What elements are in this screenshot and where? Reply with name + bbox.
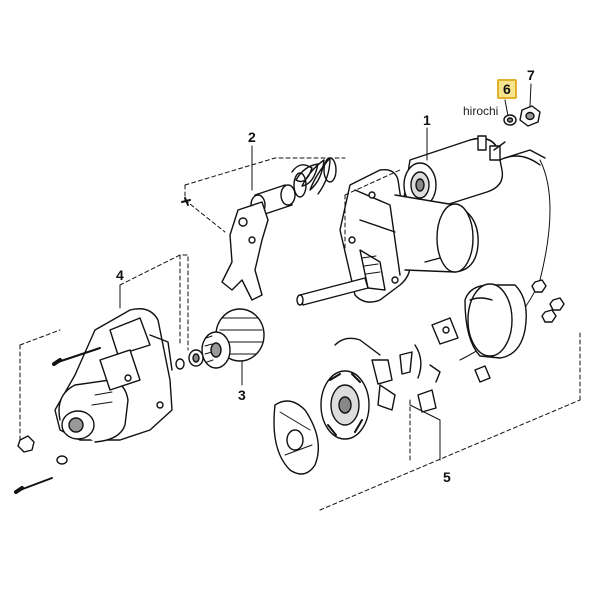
callout-7: 7 xyxy=(527,67,535,83)
spring-part xyxy=(291,157,337,198)
callout-2: 2 xyxy=(248,129,256,145)
dash-box-4 xyxy=(19,254,189,441)
commutator-end-shield-part xyxy=(273,400,319,475)
fork-lever-part xyxy=(221,184,296,301)
bolt-lower-part xyxy=(14,435,68,494)
pin-part xyxy=(181,197,191,206)
brush-holder-part xyxy=(320,370,370,440)
dash-box-armature xyxy=(344,169,401,251)
pinion-gear-part xyxy=(175,308,265,370)
watermark-text: hirochi xyxy=(463,104,499,118)
dash-box-5 xyxy=(319,329,581,511)
end-cap-part xyxy=(464,283,527,359)
leader-6 xyxy=(504,99,509,117)
callout-1: 1 xyxy=(423,112,431,128)
callout-3: 3 xyxy=(238,387,246,403)
leader-5 xyxy=(409,404,441,461)
dash-box-2 xyxy=(184,157,346,233)
through-bolt-part xyxy=(52,347,101,366)
small-nuts-part xyxy=(474,279,565,383)
callout-4: 4 xyxy=(116,267,124,283)
solenoid-part xyxy=(403,135,551,361)
drive-end-housing-part xyxy=(54,308,173,443)
nut-part xyxy=(519,105,541,127)
brush-springs-part xyxy=(334,317,459,413)
motor-housing-part xyxy=(296,169,479,306)
callout-5: 5 xyxy=(443,469,451,485)
washer-part xyxy=(503,114,517,126)
callout-6-highlighted: 6 xyxy=(497,79,517,99)
leader-7 xyxy=(529,83,532,107)
